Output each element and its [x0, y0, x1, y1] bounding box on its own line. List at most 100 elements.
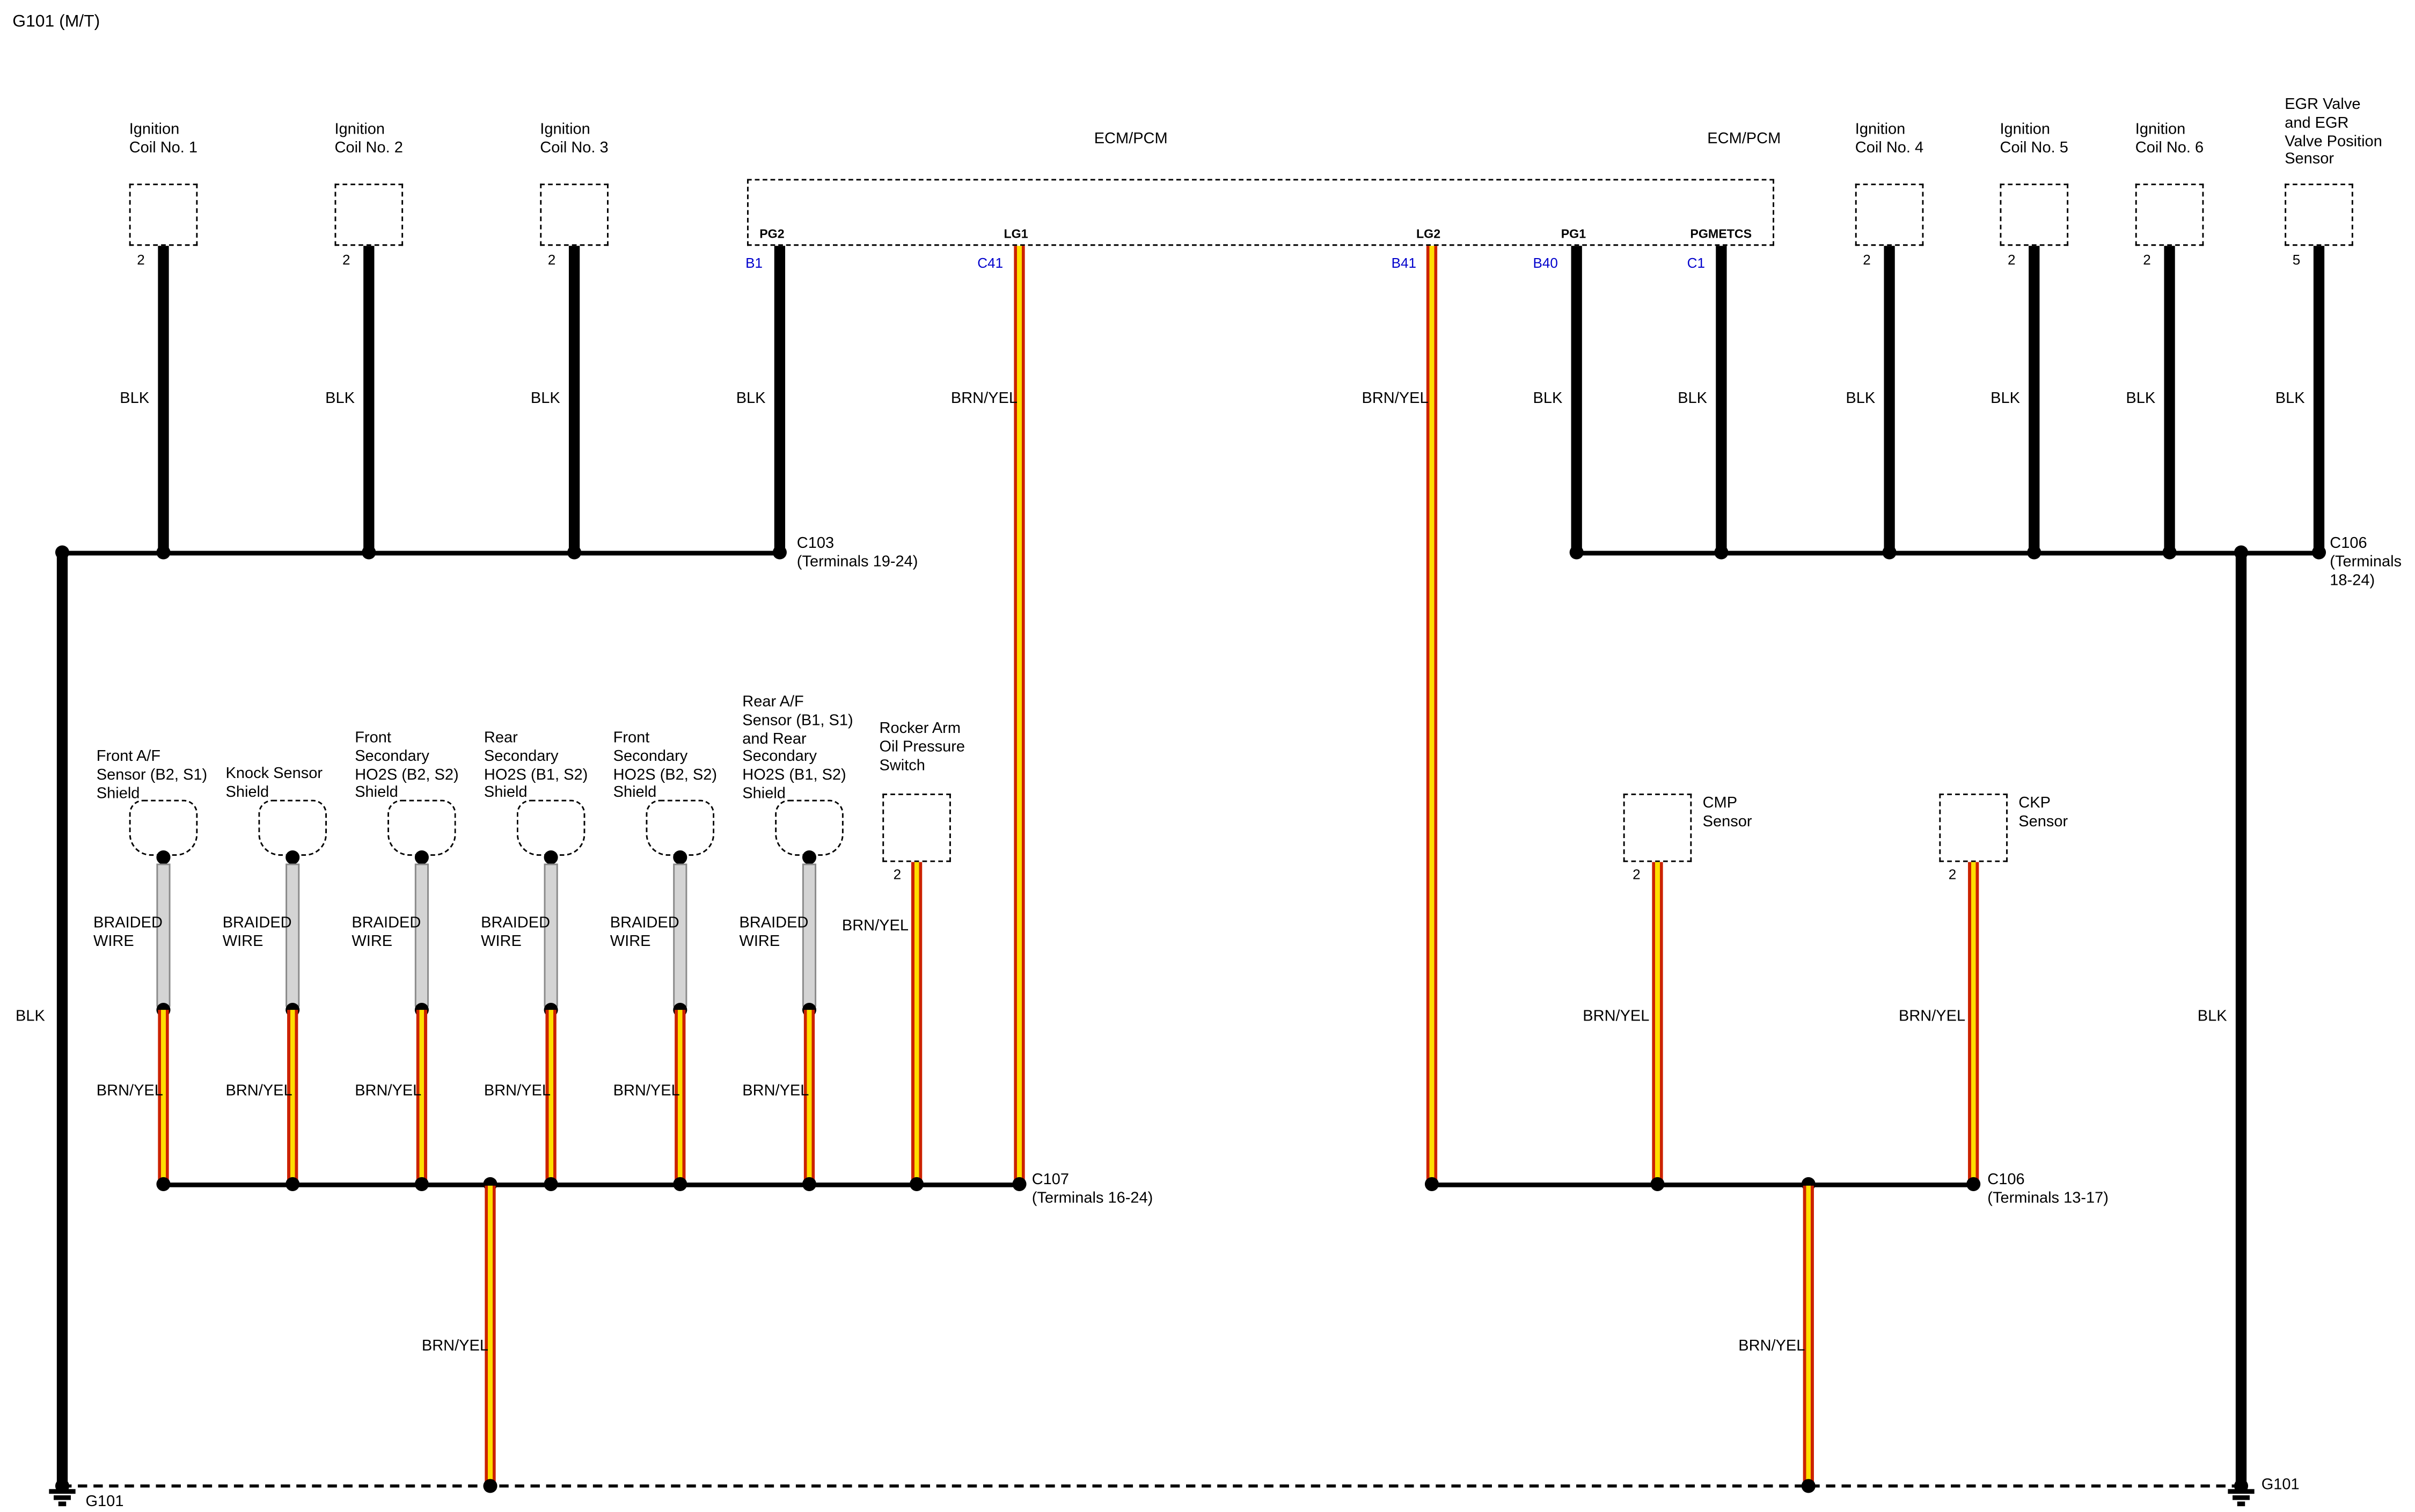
egr-valve-label: EGR Valve and EGR Valve Position Sensor	[2285, 96, 2382, 169]
cmp-sensor-label: CMP Sensor	[1702, 795, 1752, 831]
cmp-sensor-pin: 2	[1633, 867, 1641, 883]
ignition-coil-1-wire-color: BLK	[120, 390, 150, 408]
ignition-coil-3-wire-color: BLK	[530, 390, 560, 408]
c106-drop-wire-color: BRN/YEL	[1738, 1338, 1805, 1355]
ignition-coil-1-wire	[158, 246, 169, 554]
rocker-arm-switch-wire	[911, 862, 923, 1186]
shield-2-braided-label: BRAIDED WIRE	[222, 915, 292, 951]
ignition-coil-5-label: Ignition Coil No. 5	[2000, 121, 2068, 157]
connector-c107-label: C107 (Terminals 16-24)	[1031, 1171, 1153, 1207]
c107-drop-wire-color: BRN/YEL	[421, 1338, 489, 1355]
ground-g101-label-left: G101	[85, 1494, 124, 1511]
shield-4-braided-wire	[544, 863, 558, 1007]
shield-5-braided-wire	[673, 863, 687, 1007]
ecm-terminal-b40: B40	[1533, 255, 1558, 271]
junction-dot	[286, 850, 300, 864]
shield-2-wire-color: BRN/YEL	[225, 1083, 292, 1100]
junction-dot	[1569, 545, 1584, 560]
connector-c106-18-24-label: C106 (Terminals 18-24)	[2330, 535, 2402, 589]
junction-dot	[156, 850, 171, 864]
ckp-sensor-pin: 2	[1948, 867, 1957, 883]
ckp-sensor-label: CKP Sensor	[2018, 795, 2068, 831]
ckp-sensor-box	[1939, 794, 2008, 862]
junction-dot	[2311, 545, 2326, 560]
ignition-coil-4-pin: 2	[1863, 252, 1871, 268]
junction-dot	[567, 545, 582, 560]
shield-6-braided-label: BRAIDED WIRE	[739, 915, 809, 951]
ecm-pin-pg2: PG2	[759, 227, 785, 241]
c106-ground-drop-wire	[1803, 1185, 1814, 1486]
ignition-coil-3-box	[540, 184, 609, 246]
egr-valve-pin: 5	[2292, 252, 2301, 268]
junction-dot	[156, 545, 171, 560]
shield-3-braided-wire	[414, 863, 429, 1007]
junction-dot	[673, 850, 687, 864]
shield-2-symbol	[258, 799, 327, 856]
bus-c103	[62, 551, 786, 555]
junction-dot	[286, 1177, 300, 1191]
junction-dot	[483, 1479, 497, 1493]
shield-2-wire	[287, 1010, 298, 1186]
ecm-pg2-wire-color: BLK	[736, 390, 766, 408]
shield-5-wire-color: BRN/YEL	[613, 1083, 680, 1100]
shield-1-wire	[158, 1010, 169, 1186]
ecm-pcm-box	[747, 179, 1774, 246]
shield-4-wire	[545, 1010, 557, 1186]
ground-symbol-icon	[2237, 1501, 2245, 1506]
ecm-lg1-wire-color: BRN/YEL	[950, 390, 1018, 408]
shield-1-label: Front A/F Sensor (B2, S1) Shield	[96, 748, 208, 803]
shield-3-wire-color: BRN/YEL	[355, 1083, 422, 1100]
junction-dot	[1801, 1479, 1816, 1493]
ecm-c1-wire	[1716, 246, 1727, 554]
ecm-pg1-wire-color: BLK	[1533, 390, 1563, 408]
ecm-lg1-wire	[1014, 246, 1025, 1186]
ignition-coil-6-wire-color: BLK	[2126, 390, 2156, 408]
ground-g101-label-right: G101	[2261, 1477, 2300, 1494]
ignition-coil-6-wire	[2164, 246, 2175, 554]
c107-ground-drop-wire	[485, 1185, 496, 1486]
left-ground-wire	[56, 551, 68, 1488]
ignition-coil-5-pin: 2	[2008, 252, 2016, 268]
ignition-coil-4-box	[1855, 184, 1924, 246]
ignition-coil-1-label: Ignition Coil No. 1	[129, 121, 198, 157]
junction-dot	[2027, 545, 2041, 560]
ecm-pin-pg1: PG1	[1561, 227, 1586, 241]
ecm-terminal-b1: B1	[745, 255, 763, 271]
ignition-coil-2-wire	[363, 246, 375, 554]
shield-5-braided-label: BRAIDED WIRE	[610, 915, 679, 951]
shield-6-wire-color: BRN/YEL	[742, 1083, 809, 1100]
ignition-coil-5-wire-color: BLK	[1990, 390, 2020, 408]
junction-dot	[1012, 1177, 1027, 1191]
ground-symbol-icon	[2233, 1495, 2250, 1500]
ecm-pg1-wire	[1571, 246, 1582, 554]
egr-valve-wire	[2313, 246, 2325, 554]
junction-dot	[544, 850, 558, 864]
ground-symbol-icon	[2228, 1489, 2255, 1493]
shield-3-label: Front Secondary HO2S (B2, S2) Shield	[355, 730, 459, 802]
shield-6-symbol	[775, 799, 844, 856]
bus-c107	[160, 1183, 1024, 1187]
ecm-pin-pgmetcs: PGMETCS	[1690, 227, 1752, 241]
ground-symbol-icon	[49, 1489, 76, 1493]
ignition-coil-1-box	[129, 184, 198, 246]
ecm-pcm-label-left: ECM/PCM	[1094, 130, 1168, 148]
ckp-sensor-wire-color: BRN/YEL	[1899, 1008, 1966, 1026]
ecm-pg2-wire	[774, 246, 786, 554]
rocker-arm-switch-label: Rocker Arm Oil Pressure Switch	[879, 720, 965, 775]
shield-3-symbol	[387, 799, 456, 856]
ignition-coil-2-box	[334, 184, 404, 246]
junction-dot	[362, 545, 376, 560]
bus-c106-13-17	[1429, 1183, 1977, 1187]
ignition-coil-3-pin: 2	[547, 252, 556, 268]
ecm-terminal-c41: C41	[977, 255, 1004, 271]
shield-2-braided-wire	[286, 863, 300, 1007]
ignition-coil-2-label: Ignition Coil No. 2	[334, 121, 403, 157]
shield-5-label: Front Secondary HO2S (B2, S2) Shield	[613, 730, 718, 802]
junction-dot	[1966, 1177, 1981, 1191]
ignition-coil-1-pin: 2	[137, 252, 145, 268]
bus-c106-18-24	[1576, 551, 2319, 555]
junction-dot	[910, 1177, 924, 1191]
ignition-coil-6-pin: 2	[2143, 252, 2151, 268]
ignition-coil-6-label: Ignition Coil No. 6	[2135, 121, 2204, 157]
